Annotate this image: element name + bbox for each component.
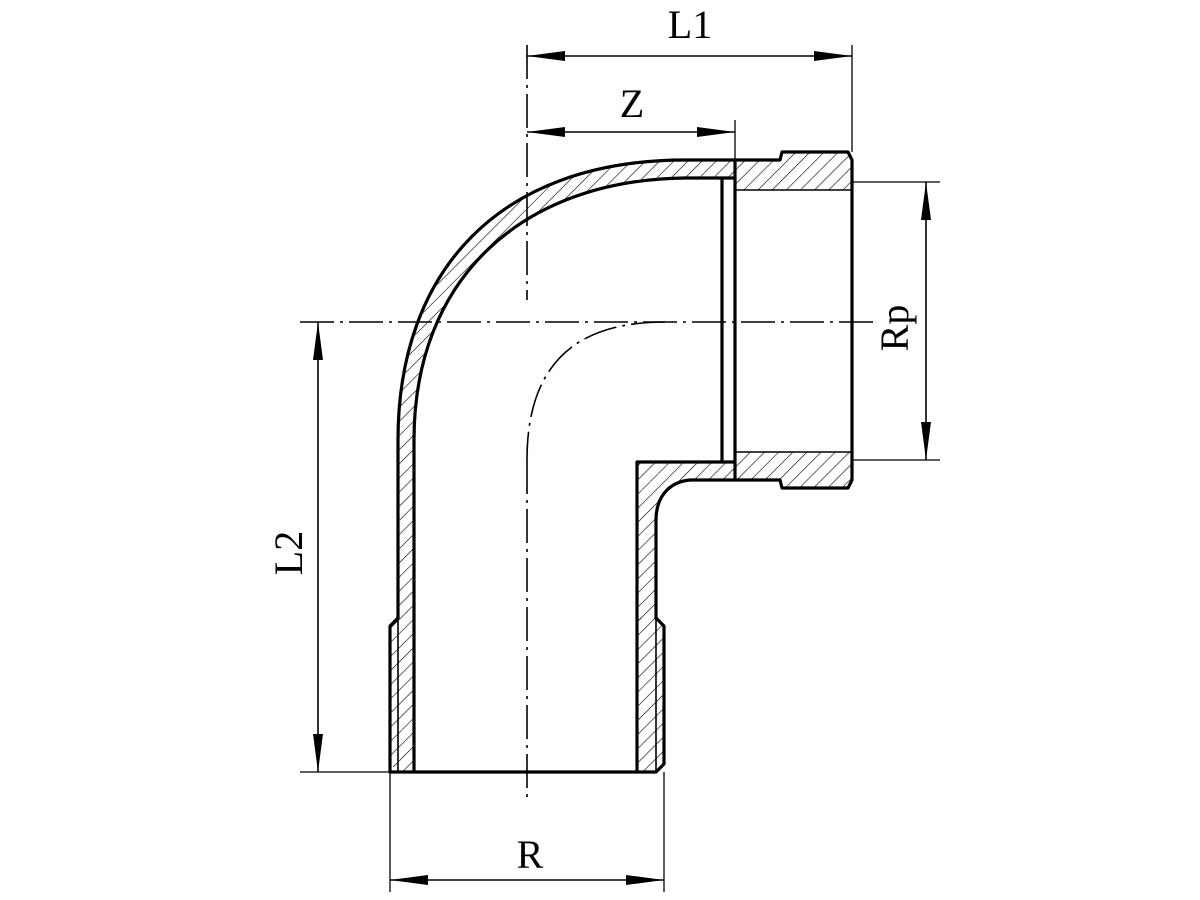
upper-thread-hatch xyxy=(735,152,852,190)
dimension-labels: L1 Z Rp L2 R xyxy=(266,2,917,877)
r-arrow-right xyxy=(626,875,664,885)
rp-arrow-bottom xyxy=(921,422,931,460)
l2-arrow-top xyxy=(313,322,323,360)
inner-wall-hatch xyxy=(637,462,735,620)
label-l1: L1 xyxy=(668,2,712,47)
outer-wall-hatch xyxy=(398,160,735,618)
label-z: Z xyxy=(620,81,644,126)
l2-arrow-bottom xyxy=(313,734,323,772)
inner-elbow-outer xyxy=(388,478,692,774)
bottom-right-thread-hatch xyxy=(637,618,664,772)
dimensions xyxy=(300,45,940,892)
fitting-outline xyxy=(388,150,854,774)
l1-arrow-right xyxy=(814,51,852,61)
center-lines xyxy=(300,45,875,800)
rp-arrow-top xyxy=(921,182,931,220)
l1-arrow-left xyxy=(527,51,565,61)
label-l2: L2 xyxy=(266,531,311,575)
bend-centerline xyxy=(526,321,666,461)
lower-thread-hatch xyxy=(735,452,852,488)
label-rp: Rp xyxy=(872,305,917,352)
z-arrow-right xyxy=(697,127,735,137)
bottom-left-thread-hatch xyxy=(390,618,414,772)
z-arrow-left xyxy=(527,127,565,137)
inner-curve xyxy=(412,176,737,774)
wall-section-hatching xyxy=(390,152,852,772)
label-r: R xyxy=(517,832,544,877)
outer-contour xyxy=(396,150,854,620)
inner-elbow xyxy=(635,460,737,774)
r-arrow-left xyxy=(390,875,428,885)
